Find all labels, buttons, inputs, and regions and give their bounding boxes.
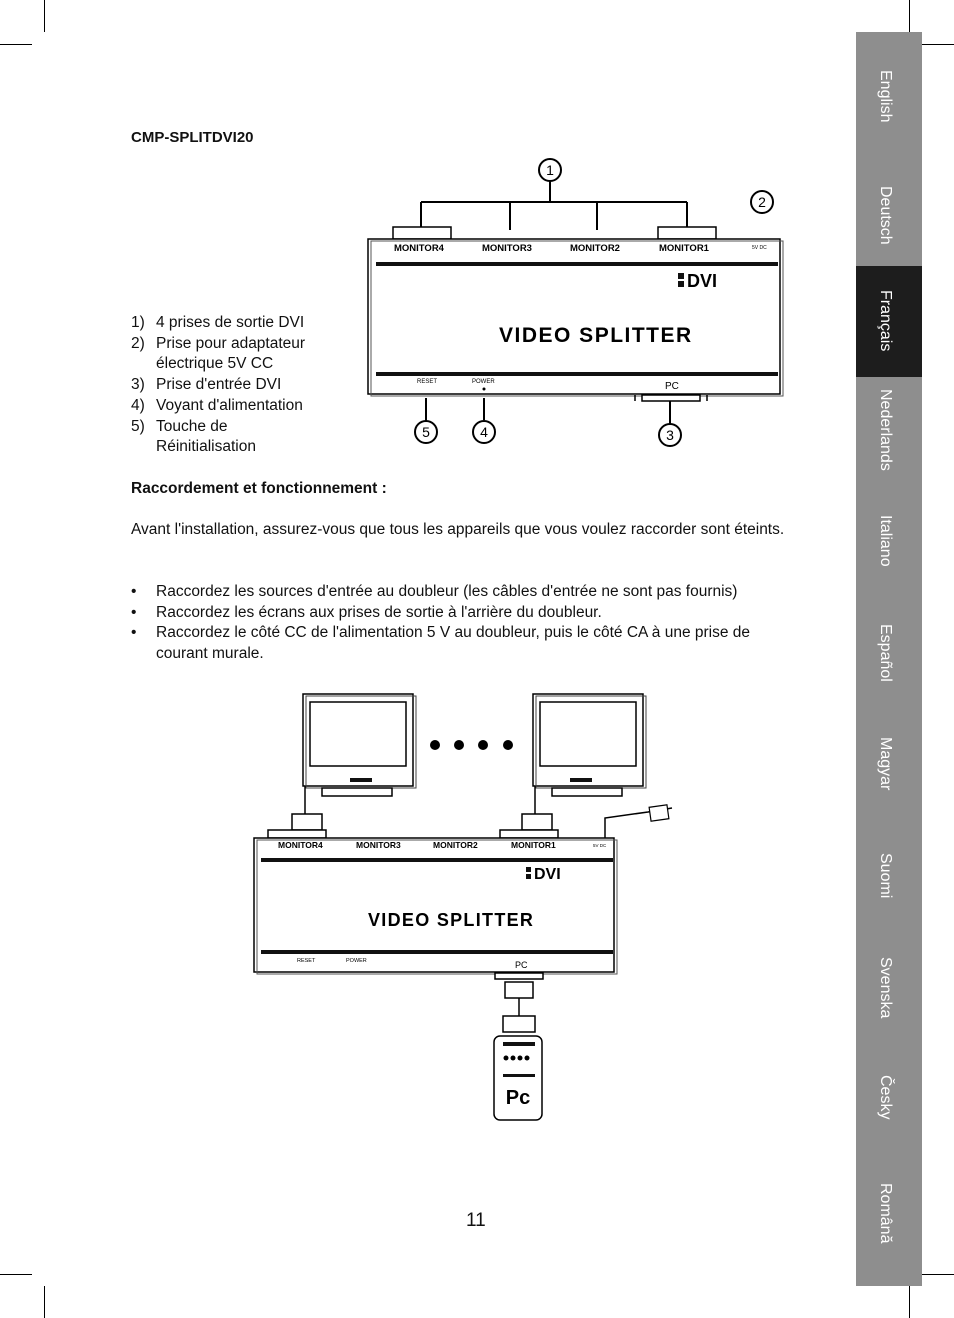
pc-tower: Pc bbox=[493, 1035, 543, 1121]
crop-mark bbox=[909, 1286, 910, 1318]
crop-mark bbox=[44, 1286, 45, 1318]
svg-text:MONITOR2: MONITOR2 bbox=[570, 243, 620, 254]
svg-text:PC: PC bbox=[515, 960, 528, 970]
svg-text:RESET: RESET bbox=[297, 958, 316, 964]
feature-list: 1)4 prises de sortie DVI 2)Prise pour ad… bbox=[131, 313, 331, 458]
tab-english[interactable]: English bbox=[877, 70, 894, 123]
tab-deutsch[interactable]: Deutsch bbox=[877, 186, 894, 245]
crop-mark bbox=[909, 0, 910, 32]
svg-text:MONITOR1: MONITOR1 bbox=[659, 243, 710, 254]
svg-text:2: 2 bbox=[758, 194, 766, 210]
crop-mark bbox=[44, 0, 45, 32]
tab-espanol[interactable]: Español bbox=[877, 624, 894, 682]
svg-text:3: 3 bbox=[666, 427, 674, 443]
tab-cesky[interactable]: Česky bbox=[877, 1075, 894, 1120]
intro-paragraph: Avant l'installation, assurez-vous que t… bbox=[131, 521, 785, 538]
crop-mark bbox=[922, 1274, 954, 1275]
callout-4: 4 bbox=[472, 420, 496, 444]
list-item: 4)Voyant d'alimentation bbox=[131, 396, 303, 414]
tab-magyar[interactable]: Magyar bbox=[877, 737, 894, 791]
list-item: Raccordez les écrans aux prises de sorti… bbox=[131, 603, 796, 624]
svg-text:Pc: Pc bbox=[506, 1087, 530, 1109]
svg-text:5V DC: 5V DC bbox=[593, 843, 607, 848]
callout-2: 2 bbox=[750, 190, 774, 214]
svg-text:MONITOR1: MONITOR1 bbox=[511, 840, 556, 850]
svg-text:POWER: POWER bbox=[472, 379, 495, 385]
svg-text:5: 5 bbox=[422, 424, 430, 440]
svg-text:POWER: POWER bbox=[346, 958, 367, 964]
list-item: Raccordez le côté CC de l'alimentation 5… bbox=[131, 623, 796, 664]
svg-text:MONITOR3: MONITOR3 bbox=[356, 840, 401, 850]
section-heading: Raccordement et fonctionnement : bbox=[131, 480, 387, 497]
svg-text:MONITOR2: MONITOR2 bbox=[433, 840, 478, 850]
svg-text:DVI: DVI bbox=[687, 271, 717, 291]
list-item: 1)4 prises de sortie DVI bbox=[131, 314, 305, 331]
tab-italiano[interactable]: Italiano bbox=[877, 515, 894, 567]
tab-suomi[interactable]: Suomi bbox=[877, 853, 894, 899]
list-item: Raccordez les sources d'entrée au double… bbox=[131, 582, 796, 603]
svg-text:MONITOR4: MONITOR4 bbox=[394, 243, 445, 254]
svg-text:VIDEO SPLITTER: VIDEO SPLITTER bbox=[499, 324, 693, 347]
language-tabs: English Deutsch Français Nederlands Ital… bbox=[856, 32, 922, 1286]
svg-text:4: 4 bbox=[480, 424, 488, 440]
callout-3: 3 bbox=[658, 423, 682, 447]
tab-svenska[interactable]: Svenska bbox=[877, 957, 894, 1019]
list-item: 5)Touche de Réinitialisation bbox=[131, 417, 256, 456]
list-item: 3)Prise d'entrée DVI bbox=[131, 376, 282, 394]
crop-mark bbox=[922, 44, 954, 45]
svg-text:MONITOR4: MONITOR4 bbox=[278, 840, 323, 850]
crop-mark bbox=[0, 1274, 32, 1275]
svg-text:MONITOR3: MONITOR3 bbox=[482, 243, 532, 254]
crop-mark bbox=[0, 44, 32, 45]
svg-text:5V DC: 5V DC bbox=[752, 245, 767, 251]
tab-nederlands[interactable]: Nederlands bbox=[877, 389, 894, 471]
connection-diagram: MONITOR4 MONITOR3 MONITOR2 MONITOR1 5V D… bbox=[253, 693, 673, 1121]
svg-text:VIDEO SPLITTER: VIDEO SPLITTER bbox=[368, 910, 534, 930]
model-title: CMP-SPLITDVI20 bbox=[131, 129, 254, 146]
svg-text:RESET: RESET bbox=[417, 379, 437, 385]
monitor-right bbox=[532, 693, 647, 797]
svg-text:DVI: DVI bbox=[534, 866, 561, 883]
tab-francais[interactable]: Français bbox=[856, 266, 922, 377]
device-callout-diagram: 1 2 MONITOR4 MONITOR3 MONITOR2 MONITOR1 … bbox=[367, 158, 784, 447]
monitor-left bbox=[302, 693, 417, 797]
list-item: 2)Prise pour adaptateur électrique 5V CC bbox=[131, 334, 306, 373]
callout-1: 1 bbox=[538, 158, 562, 182]
svg-text:1: 1 bbox=[546, 162, 554, 178]
callout-5: 5 bbox=[414, 420, 438, 444]
page-number: 11 bbox=[466, 1210, 486, 1231]
bullet-list: Raccordez les sources d'entrée au double… bbox=[131, 582, 796, 665]
svg-text:PC: PC bbox=[665, 381, 679, 392]
tab-romana[interactable]: Română bbox=[877, 1183, 894, 1244]
